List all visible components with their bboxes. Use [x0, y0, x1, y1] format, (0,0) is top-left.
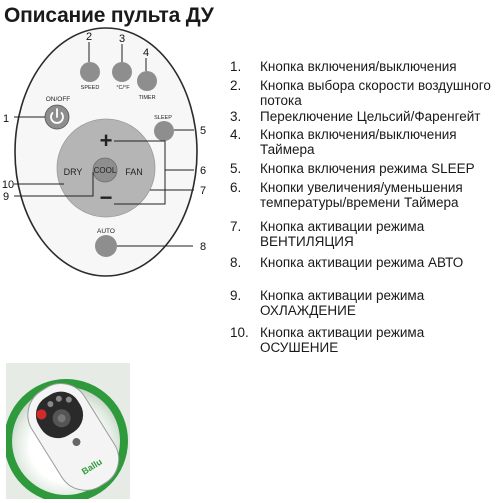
temp-unit-button[interactable] [112, 62, 132, 82]
legend-item: 2. Кнопка выбора скорости воздушного пот… [230, 78, 491, 108]
dry-button[interactable]: DRY [64, 167, 83, 177]
legend-item: 4. Кнопка включения/выключения Таймера [230, 127, 457, 157]
legend-item: 1. Кнопка включения/выключения [230, 59, 457, 74]
callout-3: 3 [119, 33, 125, 45]
plus-button[interactable]: + [100, 128, 113, 153]
power-icon [50, 108, 64, 124]
legend-item: 3. Переключение Цельсий/Фаренгейт [230, 109, 481, 124]
speed-label: SPEED [81, 85, 100, 91]
remote-photo-illustration: Ballu [6, 363, 130, 499]
temp-unit-label: °C/°F [116, 85, 130, 91]
cool-label: COOL [94, 166, 117, 175]
minus-button[interactable]: − [100, 185, 113, 210]
callout-5: 5 [200, 125, 206, 137]
remote-photo: Ballu [6, 363, 130, 499]
callout-10: 10 [2, 179, 14, 191]
callout-4: 4 [143, 47, 149, 59]
legend-item: 9. Кнопка активации режима ОХЛАЖДЕНИЕ [230, 288, 425, 318]
callout-lines [14, 42, 194, 247]
legend-item: 8. Кнопка активации режима АВТО [230, 255, 464, 270]
speed-button[interactable] [80, 62, 100, 82]
on-off-label: ON/OFF [46, 96, 71, 103]
photo-power-button [36, 409, 47, 420]
callout-8: 8 [200, 241, 206, 253]
callout-6: 6 [200, 165, 206, 177]
page-title: Описание пульта ДУ [4, 4, 214, 27]
callout-9: 9 [3, 191, 9, 203]
callout-2: 2 [86, 31, 92, 43]
callout-7: 7 [200, 185, 206, 197]
legend-item: 6. Кнопки увеличения/уменьшения температ… [230, 180, 463, 210]
legend-item: 5. Кнопка включения режима SLEEP [230, 161, 475, 176]
callout-1: 1 [3, 113, 9, 125]
auto-button[interactable] [95, 235, 117, 257]
legend-item: 10. Кнопка активации режима ОСУШЕНИЕ [230, 325, 425, 355]
timer-button[interactable] [137, 71, 157, 91]
timer-label: TIMER [138, 95, 155, 101]
sleep-button[interactable] [154, 121, 174, 141]
sleep-label: SLEEP [154, 115, 172, 121]
auto-label: AUTO [97, 228, 115, 235]
legend-item: 7. Кнопка активации режима ВЕНТИЛЯЦИЯ [230, 219, 425, 249]
fan-button[interactable]: FAN [125, 167, 143, 177]
cool-button[interactable] [92, 157, 118, 183]
